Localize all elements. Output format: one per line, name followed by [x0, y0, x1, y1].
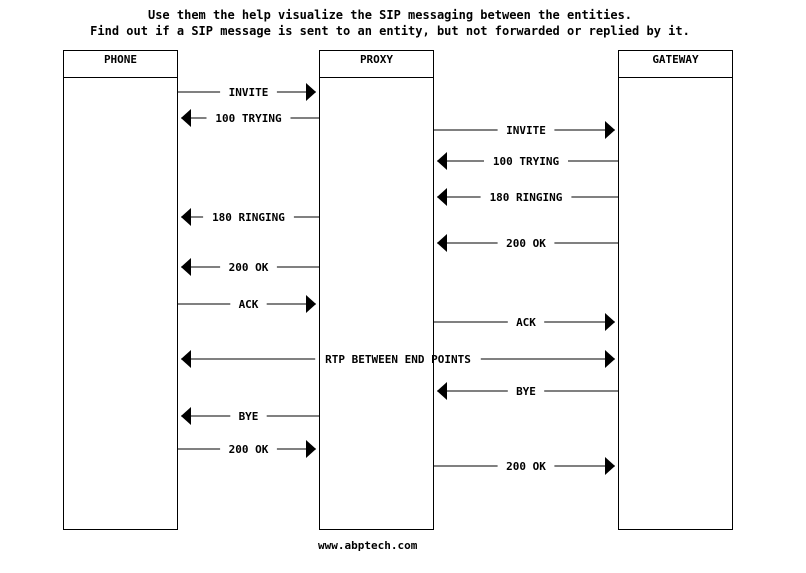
message-label: BYE [239, 410, 259, 423]
message-label: 200 OK [229, 443, 269, 456]
footer-url: www.abptech.com [318, 539, 418, 552]
arrowhead-right [605, 121, 615, 139]
message-label: 180 RINGING [212, 211, 285, 224]
message-13: BYE [181, 407, 319, 425]
caption-line-2: Find out if a SIP message is sent to an … [90, 24, 690, 38]
message-label: RTP BETWEEN END POINTS [325, 353, 471, 366]
message-7: 200 OK [437, 234, 618, 252]
arrowhead-left [181, 208, 191, 226]
message-label: 200 OK [506, 460, 546, 473]
message-5: 180 RINGING [437, 188, 618, 206]
entity-proxy-label: PROXY [320, 51, 433, 78]
message-14: 200 OK [178, 440, 316, 458]
message-9: ACK [178, 295, 316, 313]
arrowhead-left [181, 258, 191, 276]
message-12: BYE [437, 382, 618, 400]
message-label: 200 OK [506, 237, 546, 250]
message-4: 100 TRYING [437, 152, 618, 170]
message-label: 200 OK [229, 261, 269, 274]
message-label: 100 TRYING [493, 155, 560, 168]
message-label: 100 TRYING [215, 112, 282, 125]
message-11: RTP BETWEEN END POINTS [181, 350, 615, 368]
message-3: INVITE [434, 121, 615, 139]
arrowhead-right [306, 295, 316, 313]
message-label: INVITE [506, 124, 546, 137]
arrowhead-right [605, 457, 615, 475]
arrowhead-left [437, 382, 447, 400]
message-label: ACK [239, 298, 259, 311]
message-label: BYE [516, 385, 536, 398]
entity-phone-label: PHONE [64, 51, 177, 78]
message-8: 200 OK [181, 258, 319, 276]
message-10: ACK [434, 313, 615, 331]
arrowhead-right [605, 350, 615, 368]
entity-proxy: PROXY [319, 50, 434, 530]
entity-gateway: GATEWAY [618, 50, 733, 530]
arrowhead-left [437, 152, 447, 170]
arrowhead-left [181, 109, 191, 127]
arrowhead-left [181, 350, 191, 368]
arrowhead-left [181, 407, 191, 425]
message-label: INVITE [229, 86, 269, 99]
message-2: 100 TRYING [181, 109, 319, 127]
arrowhead-right [306, 83, 316, 101]
message-label: 180 RINGING [490, 191, 563, 204]
message-6: 180 RINGING [181, 208, 319, 226]
entity-gateway-label: GATEWAY [619, 51, 732, 78]
message-15: 200 OK [434, 457, 615, 475]
message-label: ACK [516, 316, 536, 329]
arrowhead-left [437, 188, 447, 206]
entity-phone: PHONE [63, 50, 178, 530]
arrowhead-right [306, 440, 316, 458]
message-1: INVITE [178, 83, 316, 101]
caption-line-1: Use them the help visualize the SIP mess… [147, 8, 633, 22]
arrowhead-right [605, 313, 615, 331]
arrowhead-left [437, 234, 447, 252]
